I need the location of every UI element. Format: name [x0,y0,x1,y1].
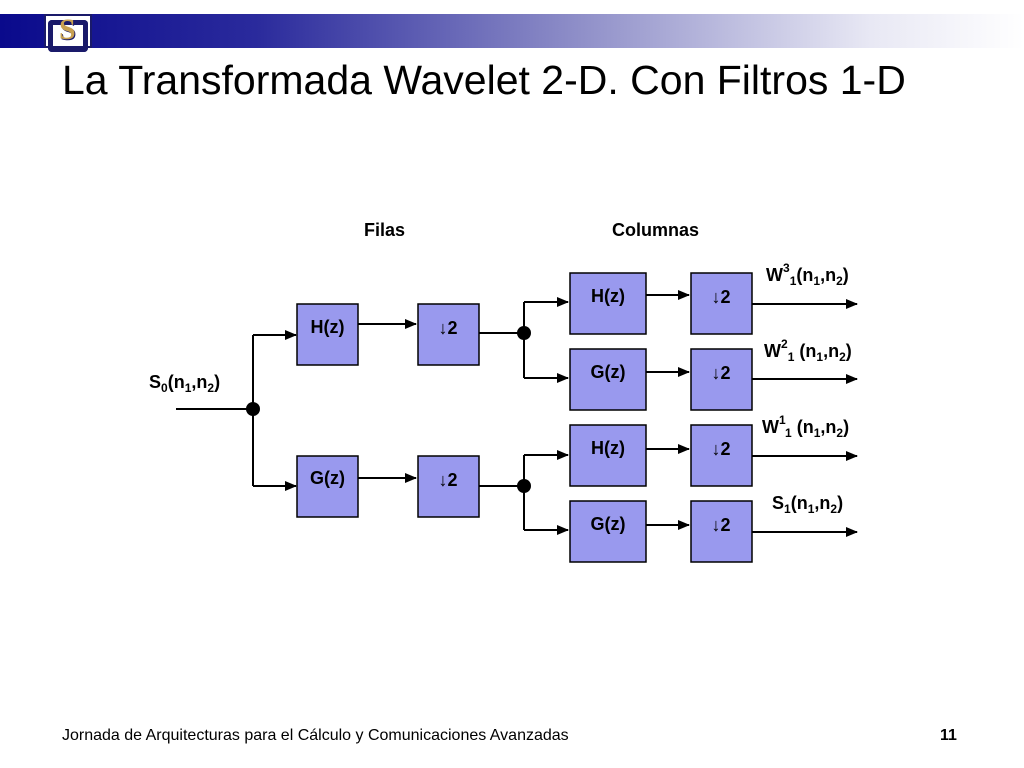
input-signal-label: S0(n1,n2) [149,372,220,395]
svg-text:↓2: ↓2 [711,515,730,535]
svg-text:↓2: ↓2 [438,470,457,490]
stage2-downsample-block: ↓2 [690,272,753,335]
svg-text:H(z): H(z) [591,286,625,306]
svg-text:G(z): G(z) [591,514,626,534]
junction-dot [517,479,531,493]
svg-text:↓2: ↓2 [438,318,457,338]
stage1-filter-block: H(z) [296,303,359,366]
svg-text:G(z): G(z) [310,468,345,488]
down-arrow-icon: ↓ [711,439,720,459]
down-arrow-icon: ↓ [711,363,720,383]
stage2-downsample-block: ↓2 [690,348,753,411]
down-arrow-icon: ↓ [438,470,447,490]
stage2-downsample-block: ↓2 [690,424,753,487]
svg-text:H(z): H(z) [311,317,345,337]
stage2-filter-block: G(z) [569,348,647,411]
stage2-filter-block: G(z) [569,500,647,563]
output-label: W11 (n1,n2) [762,413,849,440]
svg-text:↓2: ↓2 [711,287,730,307]
footer-text: Jornada de Arquitecturas para el Cálculo… [62,727,569,744]
svg-text:↓2: ↓2 [711,363,730,383]
page-number: 11 [940,727,957,744]
output-label: S1(n1,n2) [772,493,843,516]
stage1-downsample-block: ↓2 [417,303,480,366]
svg-text:H(z): H(z) [591,438,625,458]
connection-lines [176,290,858,537]
junction-dot [517,326,531,340]
svg-text:G(z): G(z) [591,362,626,382]
stage1-downsample-block: ↓2 [417,455,480,518]
header-rows-label: Filas [364,220,405,240]
stage2-filter-block: H(z) [569,424,647,487]
junction-dot [246,402,260,416]
page-title: La Transformada Wavelet 2-D. Con Filtros… [62,57,906,103]
stage2-filter-block: H(z) [569,272,647,335]
header-bar [0,14,1024,48]
svg-text:↓2: ↓2 [711,439,730,459]
stage1-filter-block: G(z) [296,455,359,518]
output-label: W21 (n1,n2) [764,337,852,364]
header-columns-label: Columnas [612,220,699,240]
logo-icon: S [44,13,92,52]
down-arrow-icon: ↓ [438,318,447,338]
down-arrow-icon: ↓ [711,287,720,307]
down-arrow-icon: ↓ [711,515,720,535]
output-label: W31(n1,n2) [766,261,849,288]
stage2-downsample-block: ↓2 [690,500,753,563]
